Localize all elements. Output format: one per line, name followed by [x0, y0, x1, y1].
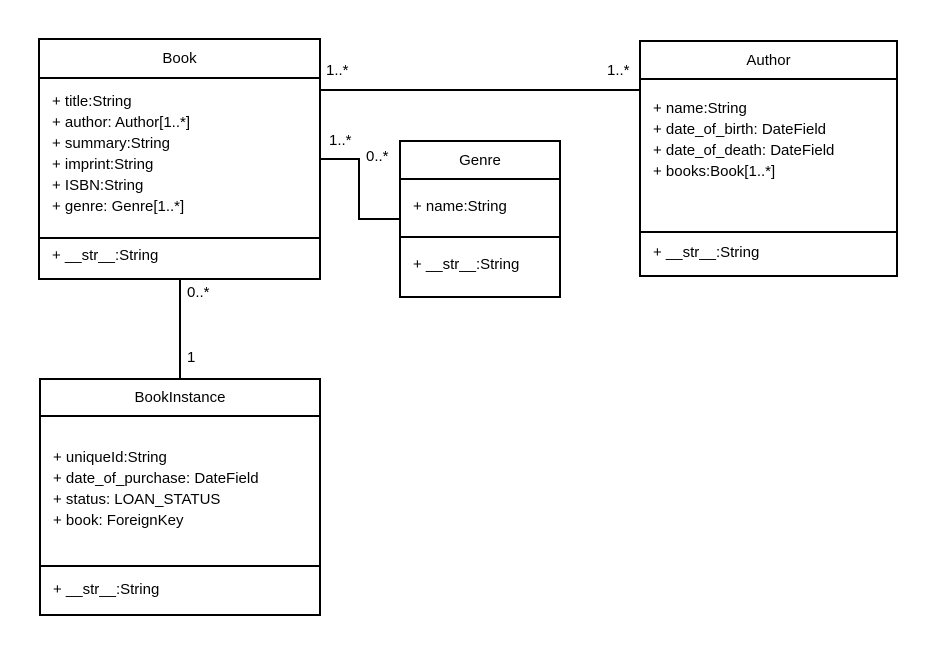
- class-methods-bookinstance: + __str__:String: [41, 565, 319, 614]
- class-title-bookinstance: BookInstance: [41, 380, 319, 417]
- attribute: + date_of_death: DateField: [653, 142, 835, 159]
- multiplicity-book-genre-from: 1..*: [329, 132, 352, 149]
- class-title-author: Author: [641, 42, 896, 80]
- multiplicity-book-bookinstance-from: 0..*: [187, 284, 210, 301]
- method: + __str__:String: [653, 244, 760, 261]
- attribute: + uniqueId:String: [53, 449, 167, 466]
- attribute: + book: ForeignKey: [53, 512, 184, 529]
- attribute: + date_of_birth: DateField: [653, 121, 827, 138]
- class-methods-genre: + __str__:String: [401, 236, 559, 296]
- attribute: + ISBN:String: [52, 177, 144, 194]
- connector-book-genre: [320, 158, 399, 220]
- class-methods-book: + __str__:String: [40, 237, 319, 278]
- class-title-book: Book: [40, 40, 319, 79]
- multiplicity-book-genre-to: 0..*: [366, 148, 389, 165]
- method: + __str__:String: [52, 247, 159, 264]
- attribute: + status: LOAN_STATUS: [53, 491, 221, 508]
- attribute: + date_of_purchase: DateField: [53, 470, 259, 487]
- class-attributes-book: + title:String + author: Author[1..*] + …: [40, 79, 319, 237]
- class-box-bookinstance: BookInstance + uniqueId:String + date_of…: [39, 378, 321, 616]
- class-attributes-bookinstance: + uniqueId:String + date_of_purchase: Da…: [41, 417, 319, 565]
- attribute: + imprint:String: [52, 156, 154, 173]
- attribute: + genre: Genre[1..*]: [52, 198, 185, 215]
- attribute: + name:String: [653, 100, 747, 117]
- class-box-genre: Genre + name:String + __str__:String: [399, 140, 561, 298]
- class-title-genre: Genre: [401, 142, 559, 180]
- attribute: + title:String: [52, 93, 132, 110]
- multiplicity-book-author-to: 1..*: [607, 62, 630, 79]
- method: + __str__:String: [413, 256, 520, 273]
- multiplicity-book-author-from: 1..*: [326, 62, 349, 79]
- class-attributes-genre: + name:String: [401, 180, 559, 236]
- attribute: + name:String: [413, 198, 507, 215]
- class-box-author: Author + name:String + date_of_birth: Da…: [639, 40, 898, 277]
- attribute: + author: Author[1..*]: [52, 114, 191, 131]
- multiplicity-book-bookinstance-to: 1: [187, 349, 196, 366]
- class-methods-author: + __str__:String: [641, 231, 896, 275]
- attribute: + summary:String: [52, 135, 170, 152]
- method: + __str__:String: [53, 581, 160, 598]
- class-box-book: Book + title:String + author: Author[1..…: [38, 38, 321, 280]
- class-attributes-author: + name:String + date_of_birth: DateField…: [641, 80, 896, 231]
- attribute: + books:Book[1..*]: [653, 163, 776, 180]
